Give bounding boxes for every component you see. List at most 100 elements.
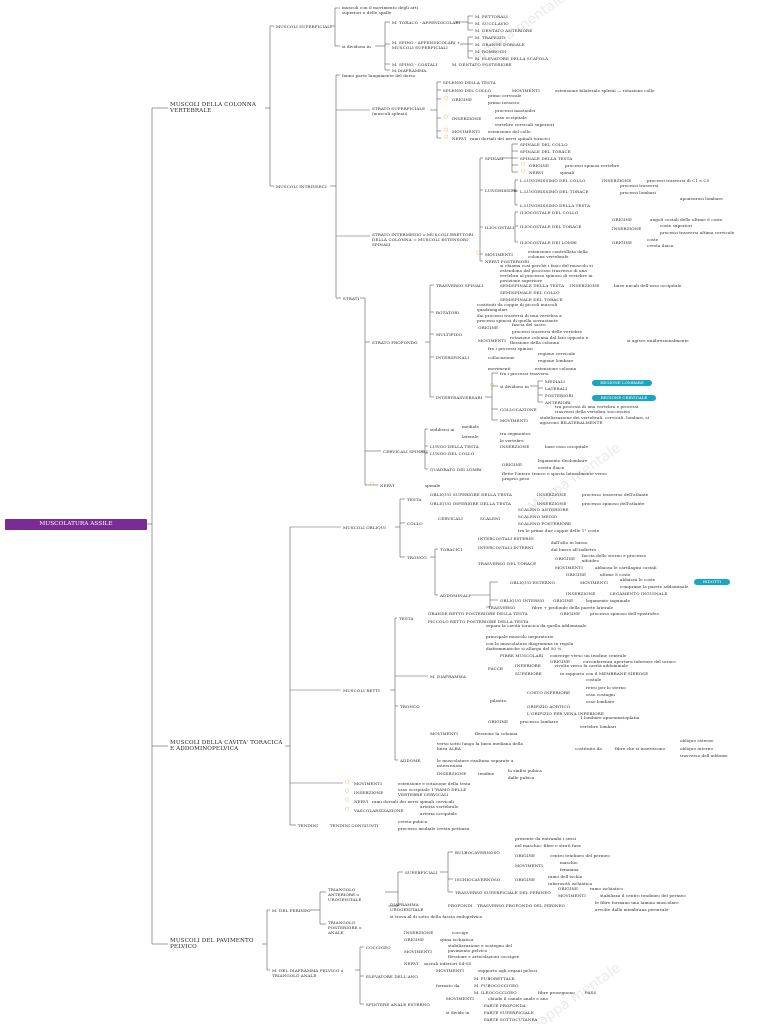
node-trasv-addom[interactable]: TRASVERSO [488, 605, 516, 610]
node-cav-vasc[interactable]: VASCOLARIZZAZIONE [354, 808, 404, 813]
node-splenio-mov[interactable]: MOVIMENTI [512, 88, 540, 93]
node-elev-mov[interactable]: MOVIMENTI [436, 968, 464, 973]
node-retto-obl-int[interactable]: obliquo interno [680, 746, 714, 751]
node-scaleno-1[interactable]: SCALENO ANTERIORE [518, 507, 569, 512]
node-interspinali[interactable]: INTERSPINALI [436, 355, 470, 360]
node-collo-scaleni[interactable]: SCALENI [480, 516, 501, 521]
node-intert-mov[interactable]: MOVIMENTI [500, 418, 528, 423]
node-trasv-2[interactable]: SEMISPINALE DEL COLLO [500, 290, 560, 295]
node-pav-superficiali[interactable]: SUPERFICIALI [405, 870, 438, 875]
node-spinali-origine[interactable]: ORIGINE [529, 163, 550, 168]
node-spino-4[interactable]: M. ELEVATORE DELLA SCAPOLA [475, 56, 549, 61]
node-strati[interactable]: STRATI [343, 296, 360, 301]
node-retto-obl-est[interactable]: obliquo esterno [680, 738, 714, 743]
node-cerv-lungo-ins[interactable]: INSERZIONE [500, 444, 530, 449]
node-spino-3[interactable]: M. ROMBOIDI [475, 49, 507, 54]
node-elev-3[interactable]: M. ILEOCOCCIGEO [474, 990, 517, 995]
node-trasv-ins[interactable]: INSERZIONE [570, 283, 600, 288]
node-intert-3[interactable]: POSTERIORI [545, 393, 574, 398]
node-tri-anteriore[interactable]: TRIANGOLO ANTERIORE o UROGENITALE [328, 887, 362, 902]
node-splenio-testa[interactable]: SPLENIO DELLA TESTA [443, 80, 496, 85]
root-node[interactable]: MUSCOLATURA ASSILE [5, 519, 147, 530]
node-elev-2[interactable]: M. PUBOCOCCIGEO [474, 983, 519, 988]
node-retti-testa-1[interactable]: GRANDE RETTO POSTERIORE DELLA TESTA [428, 611, 528, 616]
node-retti-testa-2[interactable]: PICCOLO RETTO POSTERIORE DELLA TESTA [428, 619, 529, 624]
node-diaframma-sup[interactable]: M.DIAFRAMMA [392, 68, 427, 73]
node-tronco2[interactable]: TRONCO [400, 704, 420, 709]
node-vena-inf[interactable]: L'ORIFIZIO PER VENA INFERIORE [527, 711, 604, 716]
node-strato-profondo[interactable]: STRATO PROFONDO [372, 340, 418, 345]
node-sfin-mov[interactable]: MOVIMENTI [446, 996, 474, 1001]
node-cocc-or[interactable]: ORIGINE [404, 937, 425, 942]
node-retti-testa-or[interactable]: ORIGINE [560, 611, 581, 616]
node-movimenti[interactable]: MOVIMENTI [452, 129, 480, 134]
node-intercost-interni[interactable]: INTERCOSTALI INTERNI [478, 545, 534, 550]
node-trasverso-sup[interactable]: TRASVERSO SUPERFICIALE DEL PERINEO [455, 890, 551, 895]
node-diaf-or2[interactable]: ORIGINE [488, 719, 509, 724]
node-lungh-1[interactable]: L.LUNGHISSIMO DEL COLLO [520, 178, 586, 183]
node-spinali-3[interactable]: SPINALE DELLA TESTA [520, 156, 573, 161]
node-nervi2[interactable]: NERVI POSTERIORI [485, 259, 530, 264]
node-coccigeo[interactable]: COCCIGEO [366, 945, 391, 950]
node-bulbo-or[interactable]: ORIGINE [515, 853, 536, 858]
node-intert-1[interactable]: MEDIALI [545, 379, 565, 384]
node-profondi[interactable]: PROFONDI [448, 903, 473, 908]
node-diaf-fibre[interactable]: FIBRE MUSCOLARI [500, 653, 544, 658]
node-pilastro[interactable]: pilastro [490, 698, 507, 703]
node-diafr-pelvico[interactable]: M. DEL DIAFRAMMA PELVICO o TRIANGOLO ANA… [272, 968, 344, 978]
node-sfin-1[interactable]: PARTE PROFONDA [484, 1003, 526, 1008]
node-intrinseci[interactable]: MUSCOLI INTRINSECI [276, 184, 327, 189]
node-strato-intermedio[interactable]: STRATO INTERMEDIO o MUSCOLI ERETTORI DEL… [372, 232, 474, 247]
node-intert-2[interactable]: LATERALI [545, 386, 568, 391]
node-spinali-2[interactable]: SPINALE DEL TORACE [520, 149, 571, 154]
node-perineo[interactable]: M. DEL PERINEO [272, 908, 311, 913]
node-retto-ins[interactable]: INSERZIONE [437, 771, 467, 776]
node-trasverso-spinali[interactable]: TRASVERSO SPINALI [436, 283, 484, 288]
node-addome[interactable]: ADDOME [400, 758, 421, 763]
node-spinali[interactable]: SPINALI [485, 156, 504, 161]
tag-regione-lombare[interactable]: REGIONE LOMBARE [592, 380, 652, 386]
node-toraco-3[interactable]: M. DENTATO ANTERIORE [475, 28, 533, 33]
node-trasv-1[interactable]: SEMISPINALE DELLA TESTA [500, 283, 565, 288]
node-scaleno-2[interactable]: SCALENO MEDIO [518, 514, 558, 519]
branch-colonna[interactable]: MUSCOLI DELLA COLONNA VERTEBRALE [170, 102, 257, 114]
node-diaf-or[interactable]: ORIGINE [550, 659, 571, 664]
node-cerv-lungo-collo[interactable]: LUNGO DEL COLLO [430, 451, 475, 456]
node-obl-est-or[interactable]: ORIGINE [566, 572, 587, 577]
node-ilio-origine[interactable]: ORIGINE [612, 217, 633, 222]
node-intercost-esterni[interactable]: INTERCOSTALI ESTERNI [478, 536, 534, 541]
node-trasverso-sup-mov[interactable]: MOVIMENTI [558, 893, 586, 898]
node-collo[interactable]: COLLO [407, 521, 423, 526]
node-toracici[interactable]: TORACICI [440, 547, 463, 552]
node-spinali-1[interactable]: SPINALE DEL COLLO [520, 142, 568, 147]
node-multifido-or[interactable]: ORIGINE [478, 325, 499, 330]
node-rotatori[interactable]: ROTATORI [436, 310, 460, 315]
node-iliocostali[interactable]: ILIOCOSTALI [485, 225, 515, 230]
node-cerv-2[interactable]: laterale [462, 434, 479, 439]
node-addominali[interactable]: ADDOMINALI [440, 593, 471, 598]
node-retti[interactable]: MUSCOLI RETTI [343, 688, 380, 693]
node-ilio-inserzione[interactable]: INSERZIONE [612, 226, 642, 231]
node-intertrasversari[interactable]: INTERTRASVERSARI [436, 395, 483, 400]
node-cocc-mov[interactable]: MOVIMENTI [404, 949, 432, 954]
node-tri-posteriore[interactable]: TRIANGOLO POSTERIORE o ANALE [328, 920, 362, 935]
node-trasv-prof[interactable]: TRASVERSO PROFONDO DEL PERINEO [477, 903, 566, 908]
node-testa-ins[interactable]: INSERZIONE [537, 492, 567, 497]
node-bulbo[interactable]: BULBOCAVERNOSO [455, 850, 500, 855]
node-ischio[interactable]: ISCHIOCAVERNOSO [455, 877, 501, 882]
node-inter-3[interactable]: movimenti [488, 366, 511, 371]
node-diaf-facce[interactable]: FACCE [488, 666, 504, 671]
node-lunghissimi[interactable]: LUNGHISSIMI [485, 188, 517, 193]
node-diaf-inferiore[interactable]: INFERIORE [515, 663, 541, 668]
node-cocc-ins[interactable]: INSERZIONE [404, 930, 434, 935]
node-inserzione[interactable]: INSERZIONE [452, 116, 482, 121]
node-lungh-ins[interactable]: INSERZIONE [602, 178, 632, 183]
node-trasverso-sup-or[interactable]: ORIGINE [558, 886, 579, 891]
node-inter-2[interactable]: collocazione [488, 355, 515, 360]
node-sfin-3[interactable]: PARTE SOTTOCUTANEA [484, 1017, 538, 1022]
node-obl-int-or[interactable]: ORIGINE [553, 598, 574, 603]
node-testa-1[interactable]: OBLIQUO SUPERIORE DELLA TESTA [430, 492, 512, 497]
node-multifido[interactable]: MULTIFIDO [436, 332, 463, 337]
node-lungh-3[interactable]: L.LUNGHISSIMO DELLA TESTA [520, 203, 591, 208]
node-tendini[interactable]: TENDINI [298, 823, 318, 828]
